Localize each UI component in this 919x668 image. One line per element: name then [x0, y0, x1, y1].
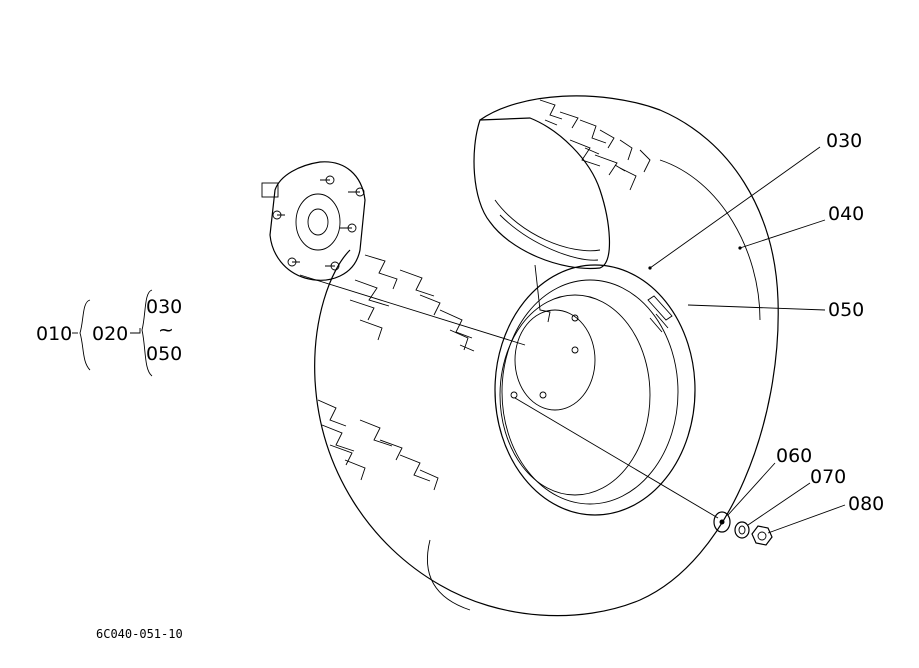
label-020: 020	[92, 323, 128, 345]
tread-left	[349, 254, 475, 352]
group-tilde: ~	[158, 319, 174, 341]
label-010: 010	[36, 323, 72, 345]
tire	[314, 95, 779, 617]
group-from-label: 030	[146, 296, 182, 318]
inner-tube	[473, 117, 610, 270]
drawing-id: 6C040-051-10	[96, 627, 183, 641]
label-060: 060	[776, 445, 812, 467]
lock-washer-070	[734, 521, 750, 539]
label-030: 030	[826, 130, 862, 152]
tread-upper	[539, 99, 651, 191]
nut-080	[751, 525, 773, 546]
tread-lower	[317, 399, 439, 491]
group-to-label: 050	[146, 343, 182, 365]
assembly-group-key: 010 020 030 ~ 050	[36, 289, 182, 377]
hub-axis-line	[299, 274, 526, 346]
leader-lines	[649, 146, 846, 534]
stud-axis-line	[514, 397, 719, 519]
label-070: 070	[810, 466, 846, 488]
rim	[494, 264, 696, 516]
label-080: 080	[848, 493, 884, 515]
valve-stem	[647, 295, 673, 333]
hub	[261, 161, 366, 281]
label-040: 040	[828, 203, 864, 225]
label-050: 050	[828, 299, 864, 321]
washer-060	[713, 511, 731, 533]
